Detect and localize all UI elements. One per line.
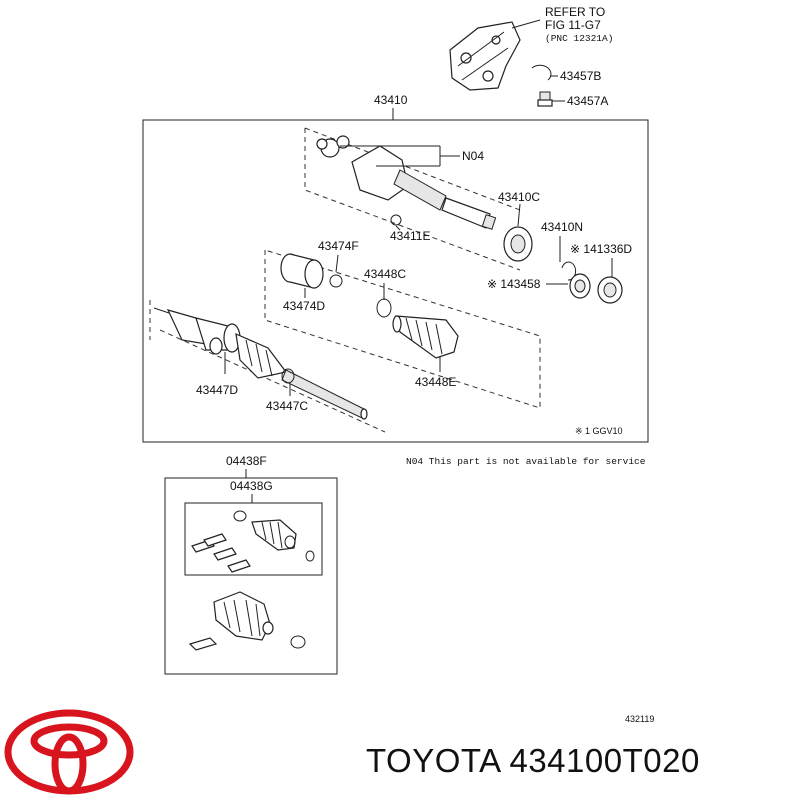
- label-43457B: 43457B: [560, 69, 601, 83]
- label-43410C: 43410C: [498, 190, 540, 204]
- bearing-icon: [503, 226, 533, 262]
- inner-housing-icon: [351, 145, 497, 230]
- band-clamp-icon: [376, 298, 392, 318]
- label-141336D: ※ 141336D: [570, 242, 632, 256]
- label-43447D: 43447D: [196, 383, 238, 397]
- refer-line3: (PNC 12321A): [545, 33, 613, 44]
- label-43411E: 43411E: [390, 229, 430, 243]
- inner-boot-kit-icon: [191, 510, 315, 573]
- outer-boot-kit-icon: [188, 591, 306, 651]
- note-ggv: ※ 1 GGV10: [575, 426, 623, 436]
- inner-boot-icon: [392, 315, 459, 359]
- tripod-joint-icon: [316, 135, 350, 158]
- brand-part-number: TOYOTA 434100T020: [366, 742, 700, 779]
- label-43410N: 43410N: [541, 220, 583, 234]
- band-clamp-icon: [281, 368, 295, 384]
- boot-kit-frame: [164, 477, 338, 675]
- toyota-logo-icon: [4, 709, 134, 795]
- label-43457A: 43457A: [567, 94, 608, 108]
- label-43474D: 43474D: [283, 299, 325, 313]
- label-43410: 43410: [374, 93, 408, 107]
- label-43448C: 43448C: [364, 267, 406, 281]
- inner-boot-kit-frame: [184, 502, 323, 576]
- note-n04: N04 This part is not available for servi…: [406, 456, 646, 467]
- damper-icon: [280, 253, 324, 289]
- band-clamp-icon: [329, 274, 343, 288]
- snap-ring-icon: [531, 64, 552, 81]
- refer-line2: FIG 11-G7: [545, 18, 601, 32]
- refer-line1: REFER TO: [545, 5, 605, 19]
- label-N04: N04: [462, 149, 484, 163]
- label-04438G: 04438G: [230, 479, 273, 493]
- housing-reference-icon: [449, 21, 521, 91]
- assembly-frame: [142, 119, 649, 443]
- label-43474F: 43474F: [318, 239, 359, 253]
- bearing-icon: [569, 273, 591, 299]
- label-43447C: 43447C: [266, 399, 308, 413]
- outer-joint-icon: [153, 307, 368, 420]
- oil-seal-icon: [597, 276, 623, 304]
- label-43448E: 43448E: [415, 375, 456, 389]
- label-04438F: 04438F: [226, 454, 267, 468]
- clip-icon: [390, 214, 402, 226]
- figure-code: 432119: [625, 714, 654, 724]
- label-143458: ※ 143458: [487, 277, 541, 291]
- bolt-icon: [537, 91, 553, 107]
